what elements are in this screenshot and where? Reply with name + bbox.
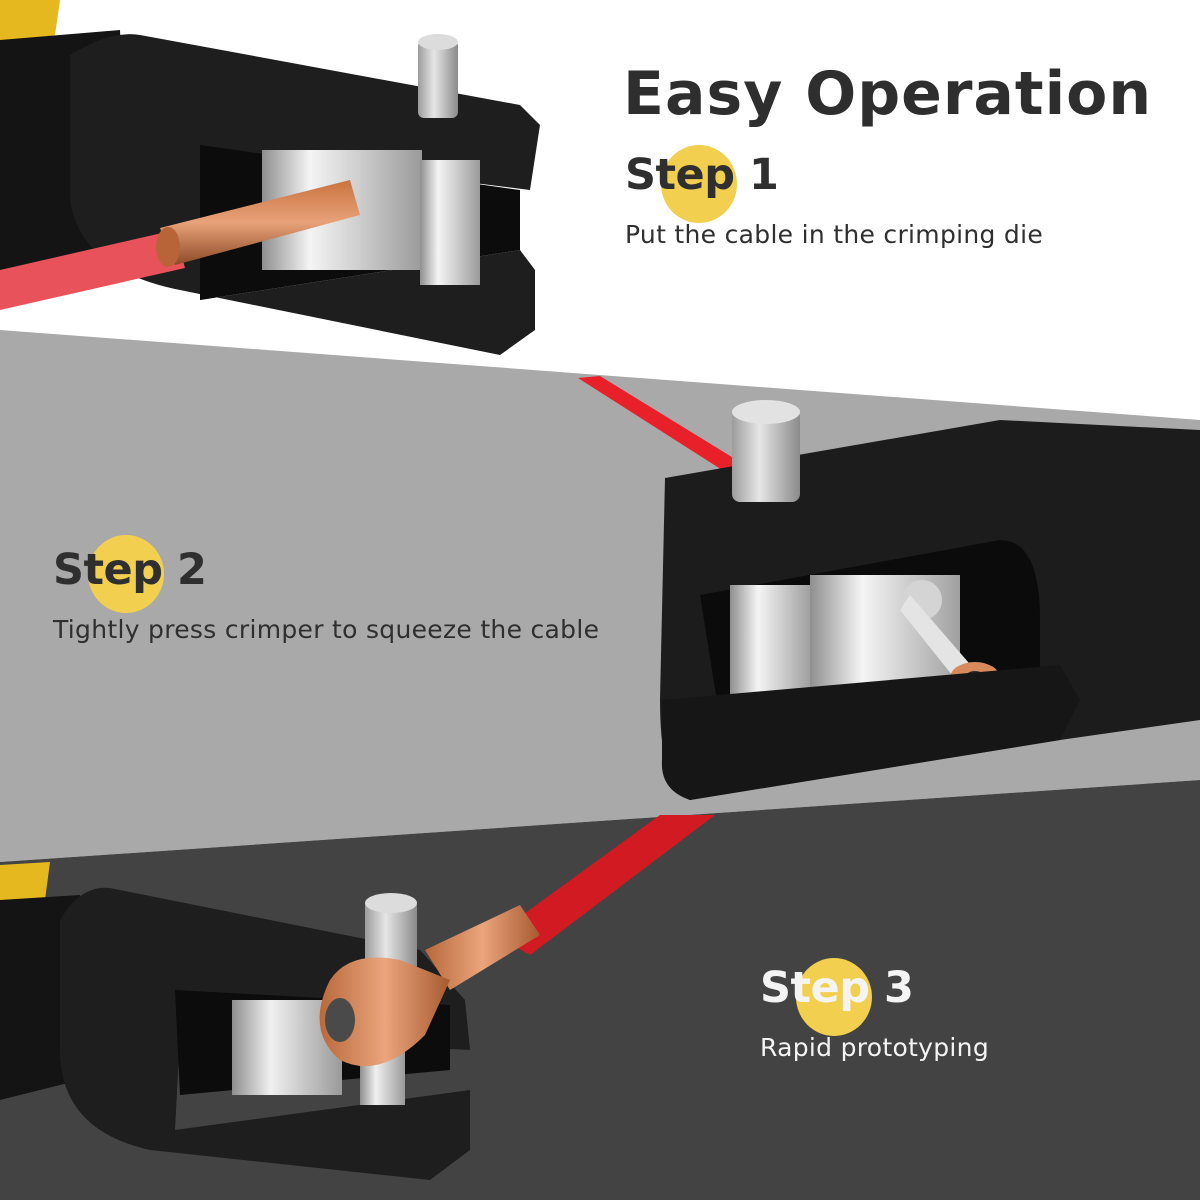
step-description: Rapid prototyping [760, 1033, 989, 1062]
step-title-row: Step 1 [625, 145, 1043, 223]
step-title: Step 2 [53, 545, 207, 595]
step-title: Step 1 [625, 150, 779, 200]
page-title: Easy Operation [623, 59, 1153, 130]
step-2: Step 2 Tightly press crimper to squeeze … [53, 535, 600, 648]
yellow-circle-icon [88, 535, 164, 613]
step-title: Step 3 [760, 963, 914, 1013]
step-description: Tightly press crimper to squeeze the cab… [53, 615, 600, 644]
yellow-circle-icon [796, 958, 872, 1036]
step-title-row: Step 3 [760, 958, 989, 1036]
step-1: Step 1 Put the cable in the crimping die [625, 145, 1043, 253]
step-3: Step 3 Rapid prototyping [760, 958, 989, 1066]
step-title-row: Step 2 [53, 535, 599, 613]
yellow-circle-icon [661, 145, 737, 223]
step-description: Put the cable in the crimping die [625, 220, 1044, 249]
